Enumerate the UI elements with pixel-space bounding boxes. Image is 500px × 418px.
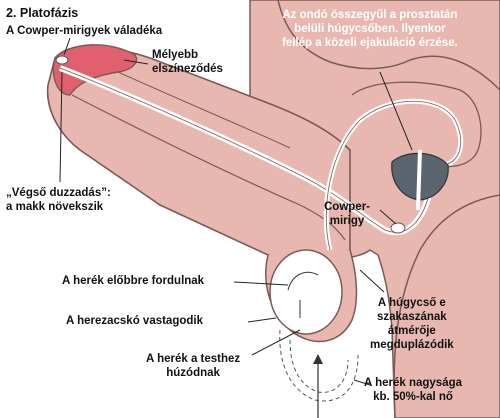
label-testes-size: A herék nagysága kb. 50%-kal nő [364,377,463,403]
label-final-swelling: „Végső duzzadás”: a makk növekszik [6,187,111,213]
vas-deferens-outline [325,101,462,251]
testis [269,249,343,335]
urethra-tract-outline [59,67,431,233]
leader-cowper-gland [379,209,397,225]
leader-deeper-color [123,59,149,65]
label-semen-collects: Az ondó összegyűl a prosztatán belüli hú… [282,9,458,49]
leader-testes-forward [233,281,289,286]
torso-contour [277,0,500,91]
thigh-contour [393,194,500,418]
leader-semen [379,71,413,151]
label-scrotum-thickens: A herezacskó vastagodik [66,315,203,327]
label-testes-pulled: A herék a testhez húzódnak [146,353,241,379]
label-cowper-secretion: A Cowper-mirigyek váladéka [6,25,163,37]
label-cowper-gland: Cowper- mirigy [324,201,370,227]
label-testes-forward: A herék előbbre fordulnak [62,275,205,287]
corpus-line-2 [117,71,291,149]
leader-lines [59,37,413,386]
bladder-outline [351,81,482,168]
upward-arrow-head [313,354,323,364]
scrotum-previous-outline-2 [289,339,349,393]
leader-testes-pulled [251,329,301,356]
leader-final-swelling [59,71,63,183]
leader-urethra [359,269,385,293]
testis-arrow [287,271,319,291]
leader-cowper-secretion [63,37,71,56]
label-urethra-doubles: A húgycső e szakaszának átmérője megdupl… [370,297,454,351]
leader-testes-size [353,379,371,386]
diagram-title: 2. Platofázis [6,6,79,20]
leader-scrotum [247,317,277,323]
prostatic-urethra [416,149,422,211]
label-deeper-color: Mélyebb elszíneződés [152,49,223,75]
cowper-gland [390,222,406,234]
secretion-droplet [55,55,69,65]
